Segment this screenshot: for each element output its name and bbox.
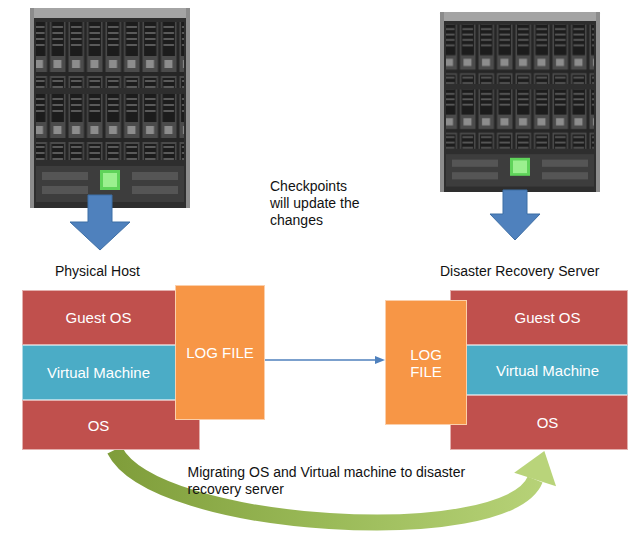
box-label: LOG FILE	[401, 346, 451, 380]
recovery-stack: Disaster Recovery ServerLOG FILE Guest OS…	[385, 262, 628, 452]
os-band: OS	[450, 395, 628, 450]
edge-connector	[265, 356, 385, 364]
box-label: Guest OS	[66, 309, 132, 326]
guest-os-band: Guest OS	[450, 290, 628, 345]
box-label: Virtual Machine	[47, 364, 150, 381]
host-heading: Physical Host	[55, 263, 140, 279]
virtual-machine-band: Virtual Machine	[22, 345, 200, 400]
log-file-box: LOG FILE	[385, 300, 467, 425]
box-label: LOG FILE	[186, 344, 254, 361]
box-label: OS	[88, 417, 110, 434]
edge-label: Migrating OS and Virtual machine to disa…	[188, 464, 488, 498]
guest-os-band: Guest OS	[22, 290, 200, 345]
edge-connector	[115, 450, 557, 523]
box-label: Guest OS	[515, 309, 581, 326]
box-label: Virtual Machine	[496, 362, 599, 379]
box-label: OS	[537, 414, 559, 431]
os-band: OS	[22, 400, 200, 450]
log-file-box: LOG FILE	[175, 285, 265, 420]
host-heading: Disaster Recovery Server	[440, 263, 600, 279]
edge-label: Checkpoints will update the changes	[270, 178, 370, 229]
host-stack: Physical HostGuest OS Virtual MachineOS LO…	[22, 262, 267, 452]
virtual-machine-band: Virtual Machine	[450, 345, 628, 395]
